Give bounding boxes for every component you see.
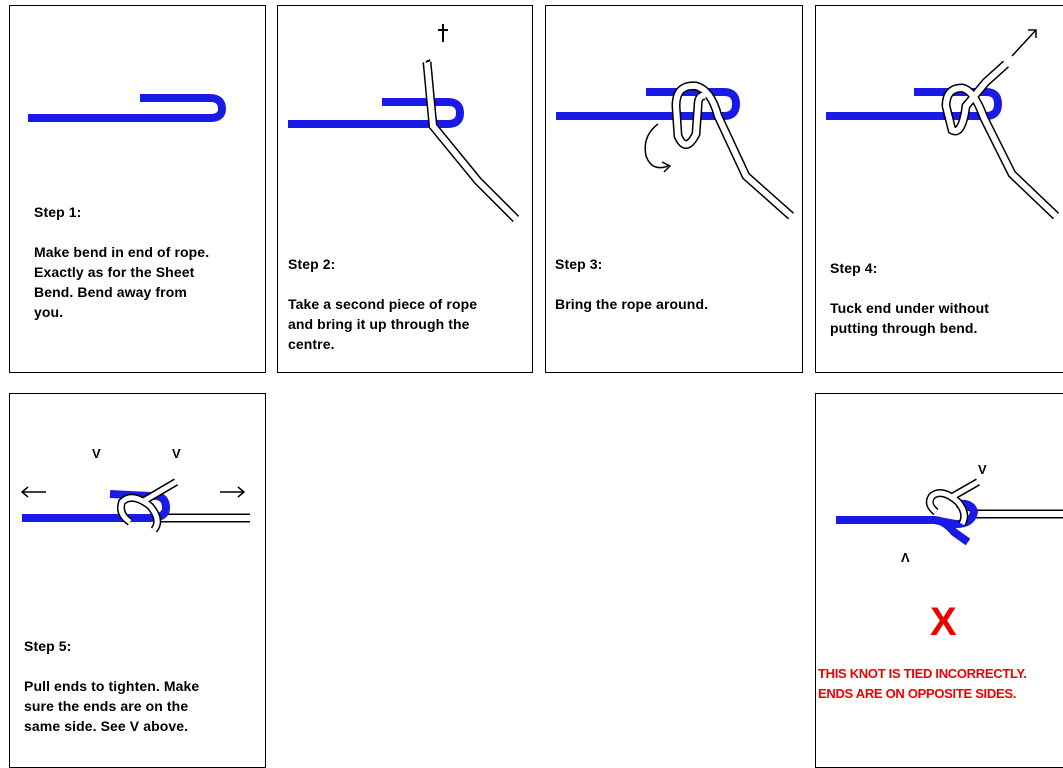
step-4-caption: Step 4: Tuck end under without putting t… [830, 238, 989, 338]
step-3-panel: Step 3: Bring the rope around. [545, 5, 803, 373]
incorrect-v-marker: V [978, 462, 987, 477]
step-4-text: Tuck end under without putting through b… [830, 300, 990, 336]
step-4-title: Step 4: [830, 260, 878, 276]
step-2-text: Take a second piece of rope and bring it… [288, 296, 478, 352]
step-2-illustration [288, 24, 520, 223]
step-4-illustration [826, 29, 1060, 220]
step-1-caption: Step 1: Make bend in end of rope. Exactl… [34, 182, 209, 322]
step-5-text: Pull ends to tighten. Make sure the ends… [24, 678, 200, 734]
step-1-text: Make bend in end of rope. Exactly as for… [34, 244, 210, 320]
step-5-v-marker-right: V [172, 446, 181, 461]
step-3-illustration [556, 81, 794, 220]
incorrect-knot-illustration [836, 478, 1063, 546]
step-3-text: Bring the rope around. [555, 296, 709, 312]
step-2-caption: Step 2: Take a second piece of rope and … [288, 234, 477, 354]
step-5-title: Step 5: [24, 638, 72, 654]
step-2-panel: Step 2: Take a second piece of rope and … [277, 5, 533, 373]
step-5-caption: Step 5: Pull ends to tighten. Make sure … [24, 616, 199, 736]
step-1-illustration [28, 94, 227, 122]
step-5-v-marker-left: V [92, 446, 101, 461]
step-1-panel: Step 1: Make bend in end of rope. Exactl… [9, 5, 266, 373]
step-5-panel: V V Step 5: Pull ends to tighten. Make s… [9, 393, 266, 768]
step-5-illustration [20, 478, 250, 533]
incorrect-inverted-v-marker: Λ [901, 550, 910, 565]
step-3-title: Step 3: [555, 256, 603, 272]
incorrect-knot-panel: V Λ X THIS KNOT IS TIED INCORRECTLY. END… [815, 393, 1063, 768]
incorrect-warning-text: THIS KNOT IS TIED INCORRECTLY. ENDS ARE … [818, 666, 1027, 701]
step-2-title: Step 2: [288, 256, 336, 272]
step-3-caption: Step 3: Bring the rope around. [555, 234, 708, 314]
step-1-title: Step 1: [34, 204, 82, 220]
step-4-panel: Step 4: Tuck end under without putting t… [815, 5, 1063, 373]
incorrect-x-mark: X [930, 600, 957, 644]
